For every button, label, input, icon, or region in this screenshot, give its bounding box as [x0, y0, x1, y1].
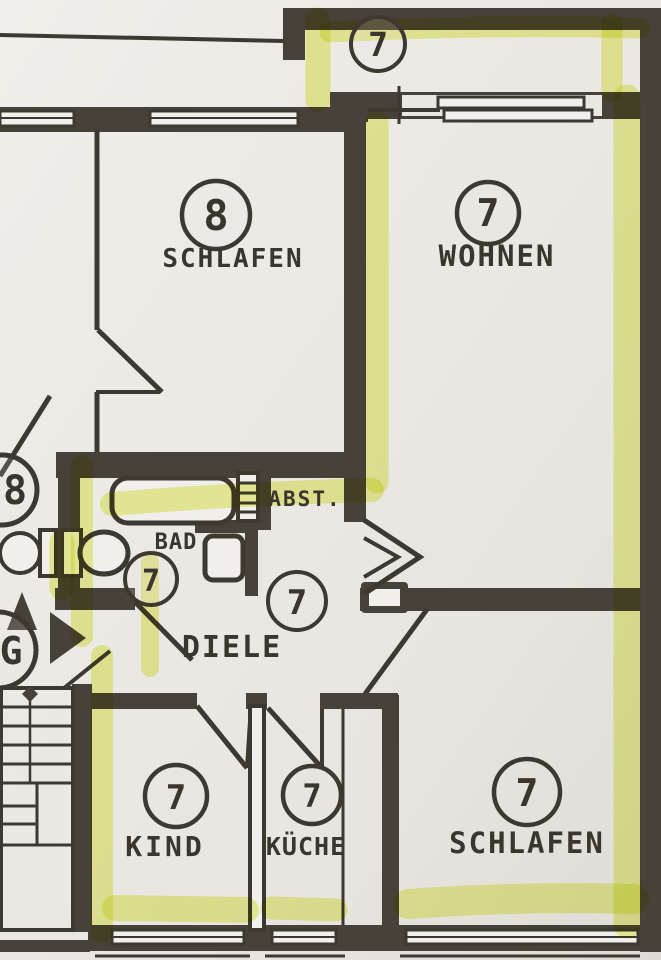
kind-label: KIND	[125, 830, 204, 863]
doorway-chevron-inner	[362, 536, 403, 579]
room-schlafen-top: 8 SCHLAFEN	[162, 178, 303, 274]
room-balcony: 7	[349, 15, 407, 73]
staircase	[0, 686, 75, 932]
wall-diele-schlafen-divider	[360, 588, 661, 611]
schlafen-bottom-label: SCHLAFEN	[449, 826, 605, 860]
doorway-chevron-outer	[362, 517, 425, 597]
kueche-number-circle	[280, 763, 344, 827]
stairwell-badge: G	[0, 609, 39, 691]
wall-schlafen-wohnen-divider	[344, 108, 366, 522]
room-abst: ABST.	[268, 487, 341, 511]
balcony-left-edge-line	[0, 33, 285, 43]
schlafen-bottom-number: 7	[516, 771, 539, 815]
wall-right-exterior	[640, 8, 661, 952]
window-kueche	[270, 928, 338, 946]
kind-number: 7	[166, 778, 186, 818]
stairwell-arrows	[7, 592, 86, 664]
neighbor-number: 8	[3, 468, 27, 514]
kueche-label: KÜCHE	[266, 831, 346, 861]
sink-icon	[202, 533, 246, 583]
bad-number-circle	[123, 551, 179, 607]
balcony-sliding-door	[368, 86, 594, 124]
wall-diele-kueche	[320, 693, 398, 709]
window-top-schlafen8	[148, 109, 300, 128]
wall-schlafen8-bottom	[56, 452, 366, 478]
arrow-right-icon	[50, 612, 86, 664]
room-wohnen: 7 WOHNEN	[439, 179, 556, 273]
door-swing-kueche	[266, 706, 324, 770]
window-kind	[110, 928, 246, 946]
highlight-bad-abst	[100, 478, 384, 516]
highlight-kueche-bottom	[260, 896, 348, 922]
bad-label: BAD	[155, 530, 198, 555]
wall-kind-kueche-partition	[248, 704, 266, 932]
wall-stair-side	[72, 684, 92, 932]
balcony-number-circle	[349, 15, 407, 73]
door-swing-neighbor	[0, 394, 53, 478]
door-swing-schlafen-bottom	[362, 606, 431, 696]
balcony-number: 7	[368, 25, 388, 64]
abst-label: ABST.	[268, 487, 341, 511]
stairwell-letter: G	[0, 629, 22, 673]
arrow-up-icon	[7, 592, 37, 630]
wall-sink-right	[245, 520, 258, 596]
room-diele: 7 DIELE	[182, 570, 328, 665]
room-kueche: 7 KÜCHE	[266, 763, 346, 861]
room-schlafen-bottom: 7 SCHLAFEN	[449, 756, 605, 860]
stairwell-circle	[0, 609, 39, 691]
stair-outline	[0, 686, 75, 932]
room-bad: BAD 7	[123, 530, 198, 607]
wohnen-number-circle	[454, 179, 522, 247]
kind-number-circle	[142, 762, 210, 830]
room-labels: 7 8 SCHLAFEN 7 WOHNEN ABST. BAD 7 7 DIEL…	[0, 15, 605, 863]
neighbor-unit-badge: 8	[0, 452, 40, 528]
schlafen-top-number-circle	[179, 178, 253, 252]
wohnen-number: 7	[477, 191, 500, 235]
neighbor-toilet-icon	[0, 528, 58, 578]
diele-number: 7	[287, 583, 307, 623]
highlight-kind-bottom	[102, 895, 259, 923]
room-kind: 7 KIND	[125, 762, 210, 863]
diele-label: DIELE	[182, 630, 282, 665]
wall-balcony-left-jamb	[283, 8, 305, 60]
highlight-schlafen-bottom	[393, 883, 649, 919]
window-top-left	[0, 109, 76, 128]
door-frame-inner	[369, 589, 400, 606]
door-swing-schlafen8	[96, 328, 164, 394]
wohnen-label: WOHNEN	[439, 239, 556, 273]
schlafen-bottom-number-circle	[491, 756, 563, 828]
highlighter-marks	[49, 7, 651, 943]
schlafen-top-number: 8	[203, 191, 228, 240]
windows	[0, 86, 640, 946]
neighbor-number-circle	[0, 452, 40, 528]
kueche-number: 7	[302, 777, 321, 815]
wall-bottom-left-edge	[0, 940, 90, 952]
schlafen-top-label: SCHLAFEN	[162, 244, 303, 274]
highlight-balcony-top	[319, 16, 651, 43]
bad-number: 7	[142, 564, 160, 599]
stair-walk-dot	[22, 686, 38, 702]
stair-treads	[1, 705, 73, 847]
diele-number-circle	[266, 570, 328, 632]
window-schlafen-bottom	[404, 928, 640, 946]
door-swing-kind	[195, 704, 249, 770]
wall-kueche-right	[382, 695, 399, 932]
